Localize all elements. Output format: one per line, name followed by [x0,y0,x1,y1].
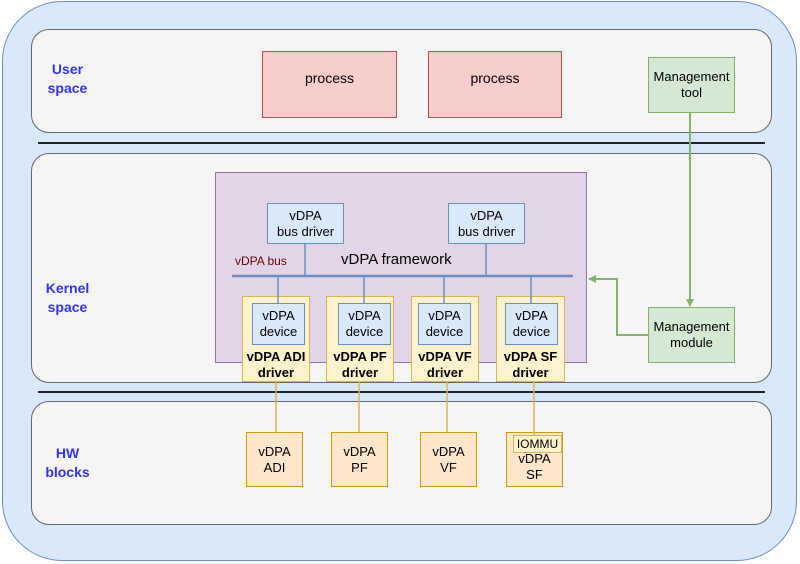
vdpa-pf-hw-block: vDPA PF [331,432,388,487]
device-line2: device [259,324,298,339]
hw-block-line1: vDPA [518,451,551,466]
vdpa-sf-driver-label: vDPA SF driver [496,349,565,381]
hw-blocks-band [31,401,772,525]
device-line1: vDPA [348,308,381,323]
management-tool-line1: Management [653,69,730,84]
driver-label-line2: driver [257,365,295,380]
module-to-framework-arrow [588,275,648,336]
driver-label-line1: vDPA SF [503,349,558,364]
hw-block-line2: SF [526,467,543,482]
hw-block-line2: ADI [263,459,286,475]
hw-blocks-label-line2: blocks [45,464,90,480]
vdpa-framework-label: vDPA framework [341,251,452,268]
hw-block-line2: VF [440,459,457,475]
management-module-line1: Management [653,319,730,334]
driver-label-line2: driver [426,365,464,380]
vdpa-bus-driver-2: vDPA bus driver [448,203,525,244]
iommu-label: IOMMU [516,437,559,451]
device-line2: device [425,324,464,339]
bus-driver-line2: bus driver [276,223,335,239]
separator-line-top [38,142,765,144]
management-module-line2: module [670,335,713,350]
bus-driver-line1: vDPA [289,207,322,223]
iommu-box: IOMMU [513,435,562,453]
device-line1: vDPA [262,308,295,323]
management-tool-box: Management tool [648,57,735,113]
driver-label-line2: driver [341,365,379,380]
vdpa-device-box: vDPA device [418,303,471,345]
driver-label-line1: vDPA ADI [246,349,306,364]
hw-block-line1: vDPA [432,443,465,459]
vdpa-adi-hw-block: vDPA ADI [246,432,303,487]
user-space-label-line2: space [47,80,88,96]
hw-blocks-label-line1: HW [55,445,80,461]
driver-label-line1: vDPA PF [333,349,387,364]
vdpa-device-box: vDPA device [252,303,305,345]
device-line1: vDPA [515,308,548,323]
vdpa-bus-label: vDPA bus [235,254,287,268]
user-space-label: User space [30,60,105,98]
hw-block-line1: vDPA [343,443,376,459]
bus-driver-line2: bus driver [457,223,516,239]
vdpa-bus-driver-1: vDPA bus driver [267,203,344,244]
bus-driver-line1: vDPA [470,207,503,223]
vdpa-device-box: vDPA device [505,303,558,345]
management-module-box: Management module [648,307,735,363]
driver-label-line2: driver [512,365,549,380]
separator-line-bottom [38,391,765,393]
hw-blocks-label: HW blocks [30,444,105,482]
kernel-space-label-line1: Kernel [45,280,90,296]
driver-label-line1: vDPA VF [418,349,472,364]
hw-block-line1: vDPA [258,443,291,459]
vdpa-device-box: vDPA device [338,303,391,345]
vdpa-adi-driver-label: vDPA ADI driver [242,349,310,381]
hw-block-line2: PF [351,459,368,475]
vdpa-vf-driver-label: vDPA VF driver [411,349,479,381]
device-line2: device [345,324,384,339]
kernel-space-label-line2: space [47,299,88,315]
process-label: process [470,70,520,86]
vdpa-pf-driver-label: vDPA PF driver [326,349,394,381]
process-box-1: process [262,51,397,118]
vdpa-vf-hw-block: vDPA VF [420,432,477,487]
process-box-2: process [428,51,562,118]
kernel-space-label: Kernel space [30,279,105,317]
user-space-label-line1: User [51,61,84,77]
management-tool-line2: tool [681,85,702,100]
device-line1: vDPA [428,308,461,323]
device-line2: device [512,324,551,339]
process-label: process [304,70,355,86]
